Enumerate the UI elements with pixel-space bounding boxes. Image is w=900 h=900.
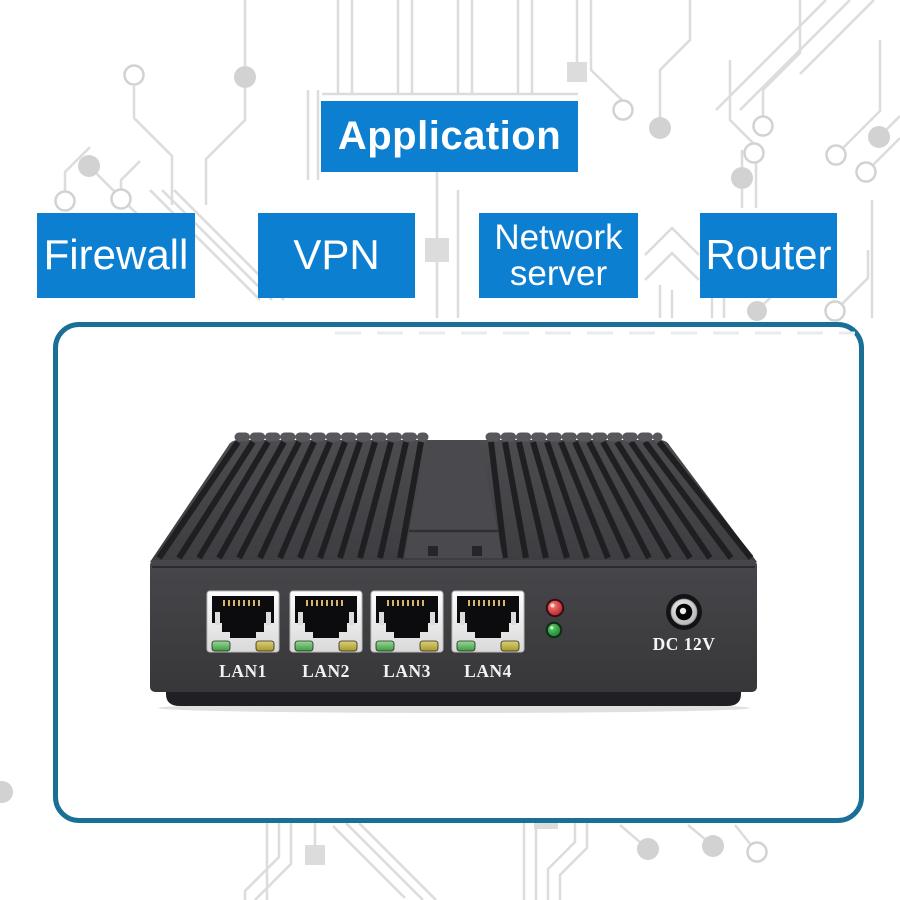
lan-port-3 bbox=[370, 590, 444, 653]
label-firewall: Firewall bbox=[37, 213, 195, 298]
port-amber-led bbox=[419, 640, 439, 652]
lan-port-2 bbox=[289, 590, 363, 653]
label-vpn: VPN bbox=[258, 213, 415, 298]
lan-port-4 bbox=[451, 590, 525, 653]
port-green-led bbox=[375, 640, 395, 652]
red-indicator-led bbox=[545, 598, 565, 618]
mini-pc-device-photo: LAN1 LAN2 LAN3 LAN4 DC 12V bbox=[150, 331, 855, 713]
lan4-label: LAN4 bbox=[464, 661, 512, 681]
green-indicator-led bbox=[545, 621, 563, 639]
port-amber-led bbox=[338, 640, 358, 652]
lan1-label: LAN1 bbox=[219, 661, 267, 681]
label-router: Router bbox=[700, 213, 837, 298]
heatsink-center-channel bbox=[404, 441, 503, 558]
heatsink-top bbox=[150, 432, 757, 562]
port-amber-led bbox=[500, 640, 520, 652]
lan3-label: LAN3 bbox=[383, 661, 431, 681]
dc-power-jack bbox=[666, 594, 702, 630]
lan2-label: LAN2 bbox=[302, 661, 350, 681]
dc-12v-label: DC 12V bbox=[653, 634, 716, 654]
port-green-led bbox=[211, 640, 231, 652]
label-network-server: Network server bbox=[479, 213, 638, 298]
port-green-led bbox=[456, 640, 476, 652]
lan-port-1 bbox=[206, 590, 280, 653]
port-green-led bbox=[294, 640, 314, 652]
device-base bbox=[166, 692, 741, 706]
application-header-label: Application bbox=[321, 101, 578, 172]
port-amber-led bbox=[255, 640, 275, 652]
